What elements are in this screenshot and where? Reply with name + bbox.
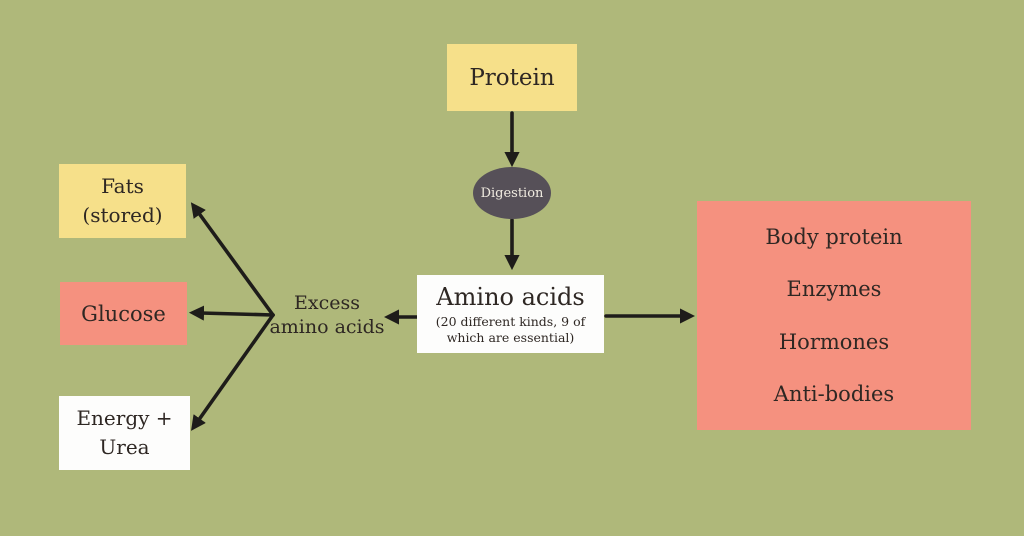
- fats-line-2: (stored): [82, 203, 163, 227]
- fats-line-1: Fats: [101, 174, 144, 198]
- node-fats-stored: Fats (stored): [59, 164, 186, 238]
- node-energy-urea: Energy + Urea: [59, 396, 190, 470]
- amino-acids-label: Amino acids: [436, 282, 585, 311]
- glucose-label: Glucose: [81, 301, 166, 326]
- use-item-anti-bodies: Anti-bodies: [773, 381, 895, 406]
- use-item-enzymes: Enzymes: [786, 277, 882, 302]
- label-excess-amino-acids: Excess amino acids: [262, 291, 392, 339]
- node-protein-uses: Body protein Enzymes Hormones Anti-bodie…: [697, 201, 971, 430]
- protein-label: Protein: [469, 64, 555, 91]
- excess-line-1: Excess: [294, 292, 360, 314]
- amino-acids-note: (20 different kinds, 9 of which are esse…: [435, 313, 586, 345]
- use-item-body-protein: Body protein: [765, 225, 903, 250]
- node-protein: Protein: [447, 44, 577, 111]
- node-digestion: Digestion: [473, 167, 551, 219]
- use-item-hormones: Hormones: [778, 329, 890, 354]
- node-glucose: Glucose: [60, 282, 187, 345]
- energy-urea-line-1: Energy +: [76, 406, 173, 430]
- excess-line-2: amino acids: [269, 316, 385, 338]
- energy-urea-line-2: Urea: [99, 435, 150, 459]
- node-amino-acids: Amino acids (20 different kinds, 9 of wh…: [417, 275, 604, 353]
- digestion-label: Digestion: [480, 185, 544, 201]
